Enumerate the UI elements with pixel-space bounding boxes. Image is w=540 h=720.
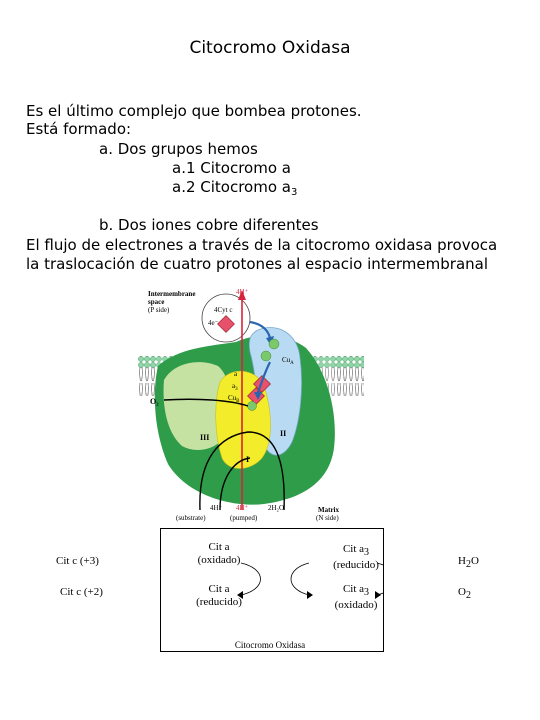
cit-c-oxidized-label: Cit c (+3) bbox=[56, 555, 99, 567]
cit-a-oxidized: Cit a (oxidado) bbox=[189, 541, 249, 567]
cit-c-reduced-label: Cit c (+2) bbox=[60, 586, 103, 598]
h-top-label: 4H⁺ bbox=[236, 288, 249, 296]
text-line-5-main: a.2 Citocromo a bbox=[172, 178, 291, 196]
cit-a-reduced: Cit a (reducido) bbox=[189, 583, 249, 609]
subunit-i-label: I bbox=[246, 455, 249, 464]
text-line-4: a.1 Citocromo a bbox=[172, 159, 291, 177]
cub-label-main: Cu bbox=[228, 394, 237, 402]
scheme-caption: Citocromo Oxidasa bbox=[234, 640, 306, 650]
water-o: O bbox=[470, 555, 479, 567]
oxygen-o: O bbox=[458, 586, 466, 598]
cua-label-sub: A bbox=[290, 361, 294, 366]
cit-a-oxidized-name: Cit a bbox=[208, 541, 230, 553]
intermembrane-label-3: (P side) bbox=[148, 306, 170, 314]
o2-label: O₂ bbox=[150, 397, 159, 406]
h-substrate-note: (substrate) bbox=[176, 514, 206, 522]
cit-a-reduced-name: Cit a bbox=[208, 583, 230, 595]
cit-a3-reduced-main: Cit a bbox=[342, 543, 365, 555]
text-line-3: a. Dos grupos hemos bbox=[99, 140, 258, 158]
cit-a3-reduced: Cit a3 (reducido) bbox=[321, 543, 391, 572]
oxygen-sub: 2 bbox=[465, 590, 471, 601]
subunit-ii-label: II bbox=[280, 429, 286, 438]
cyt-c-label-1: 4Cyt c bbox=[214, 306, 232, 314]
cyt-c-heme bbox=[217, 315, 235, 333]
text-line-5: a.2 Citocromo a3 bbox=[172, 178, 297, 198]
cit-a3-oxidized-sub: 3 bbox=[364, 587, 370, 598]
cit-a3-oxidized: Cit a3 (oxidado) bbox=[321, 583, 391, 612]
cua-label-main: Cu bbox=[282, 356, 291, 364]
cub-label-sub: B bbox=[236, 399, 240, 404]
page-title: Citocromo Oxidasa bbox=[189, 38, 351, 58]
cua-sphere-2 bbox=[260, 350, 272, 362]
cit-a3-oxidized-state: (oxidado) bbox=[334, 599, 378, 611]
cit-a3-reduced-name: Cit a3 bbox=[321, 543, 391, 559]
membrane-right bbox=[334, 356, 364, 396]
matrix-label-1: Matrix bbox=[318, 506, 339, 514]
cit-a3-reduced-sub: 3 bbox=[364, 547, 370, 558]
cit-a-oxidized-state: (oxidado) bbox=[197, 554, 241, 566]
oxygen-substrate-label: O2 bbox=[458, 586, 471, 602]
water-sub: 2 bbox=[465, 559, 471, 570]
water-label: 2H₂O bbox=[268, 504, 284, 512]
cit-a3-oxidized-name: Cit a3 bbox=[321, 583, 391, 599]
cub-label: CuB bbox=[228, 394, 240, 404]
cub-sphere bbox=[247, 401, 257, 411]
cit-a-reduced-state: (reducido) bbox=[196, 596, 242, 608]
h-substrate-label: 4H⁺ bbox=[210, 504, 223, 512]
heme-a3-label-main: a bbox=[232, 382, 236, 390]
h-pumped-label: 4H⁺ bbox=[236, 504, 249, 512]
h-pumped-note: (pumped) bbox=[230, 514, 258, 522]
subunit-iii-label: III bbox=[200, 433, 209, 442]
redox-scheme-box: Cit a (oxidado) Cit a (reducido) Cit a3 … bbox=[160, 528, 384, 652]
cyt-c-label-2: 4e⁻ bbox=[208, 319, 219, 327]
water-h: H bbox=[458, 555, 466, 567]
cua-label: CuA bbox=[282, 356, 294, 366]
subunit-iii bbox=[163, 362, 231, 450]
text-line-7: El flujo de electrones a través de la ci… bbox=[26, 236, 498, 254]
heme-a-label: a bbox=[234, 370, 238, 378]
cytochrome-oxidase-figure: Intermembrane space (P side) 4H⁺ 4Cyt c … bbox=[138, 288, 364, 522]
redox-curves bbox=[237, 562, 383, 599]
intermembrane-label-2: space bbox=[148, 298, 164, 306]
text-line-5-sub: 3 bbox=[290, 187, 298, 198]
heme-a3-label-sub: 3 bbox=[235, 387, 238, 392]
intermembrane-label-1: Intermembrane bbox=[148, 290, 195, 298]
cit-a3-oxidized-main: Cit a bbox=[342, 583, 365, 595]
heme-a3-label: a3 bbox=[232, 382, 238, 392]
membrane-left-edge bbox=[138, 356, 156, 396]
text-line-6: b. Dos iones cobre diferentes bbox=[99, 216, 319, 234]
text-line-2: Está formado: bbox=[26, 120, 132, 138]
text-line-8: la traslocación de cuatro protones al es… bbox=[26, 255, 489, 273]
text-line-1: Es el último complejo que bombea protone… bbox=[26, 102, 362, 120]
matrix-label-2: (N side) bbox=[316, 514, 339, 522]
cua-sphere-1 bbox=[268, 338, 280, 350]
water-product-label: H2O bbox=[458, 555, 479, 571]
cit-a3-reduced-state: (reducido) bbox=[333, 559, 379, 571]
